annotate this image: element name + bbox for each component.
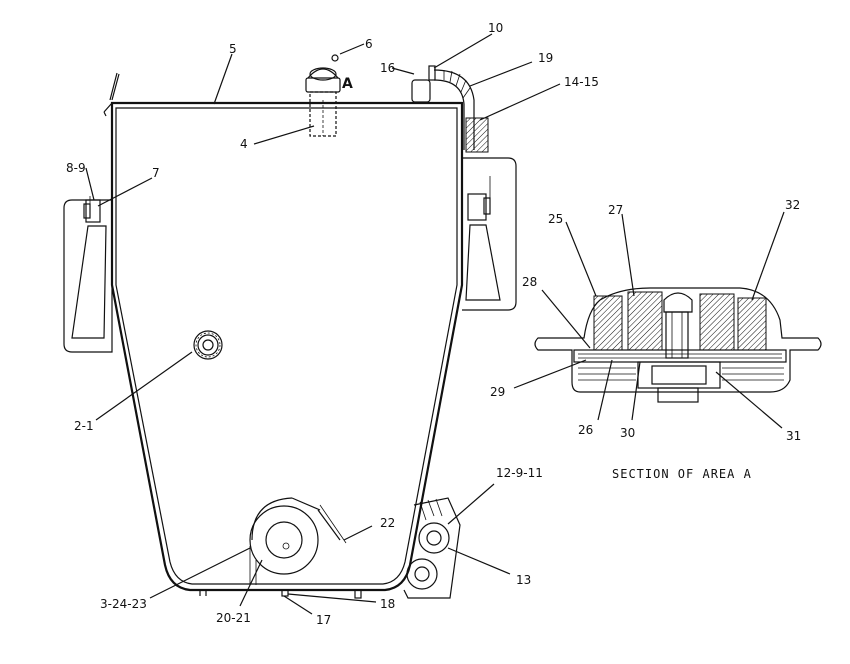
drain-plug (193, 330, 223, 360)
label-17: 17 (316, 613, 331, 627)
label-19: 19 (538, 51, 553, 65)
label-28: 28 (522, 275, 537, 289)
label-area-a: A (342, 76, 353, 92)
label-7: 7 (152, 166, 160, 180)
label-20-21: 20-21 (216, 611, 251, 625)
bottom-sender (249, 497, 347, 585)
bottom-pads (199, 589, 362, 599)
right-bracket (462, 157, 517, 311)
filler-cap (305, 54, 341, 137)
label-25: 25 (548, 212, 563, 226)
label-32: 32 (785, 198, 800, 212)
label-10: 10 (488, 21, 503, 35)
roller-assembly (403, 497, 461, 599)
label-31: 31 (786, 429, 801, 443)
section-detail (534, 287, 822, 403)
label-2-1: 2-1 (74, 419, 94, 433)
label-12-9-11: 12-9-11 (496, 466, 543, 480)
section-caption: SECTION OF AREA A (612, 467, 752, 481)
label-8-9: 8-9 (66, 161, 86, 175)
tank-body (103, 72, 464, 592)
label-16: 16 (380, 61, 395, 75)
label-5: 5 (229, 42, 237, 56)
callout-labels: 5 6 A 16 10 19 14-15 4 8-9 7 2-1 25 27 3… (66, 21, 801, 627)
label-13: 13 (516, 573, 531, 587)
label-18: 18 (380, 597, 395, 611)
label-30: 30 (620, 426, 635, 440)
label-22: 22 (380, 516, 395, 530)
label-26: 26 (578, 423, 593, 437)
label-6: 6 (365, 37, 373, 51)
label-29: 29 (490, 385, 505, 399)
label-4: 4 (240, 137, 248, 151)
leader-lines (85, 33, 785, 615)
left-bracket (63, 196, 113, 353)
vent-hose (411, 65, 489, 153)
label-27: 27 (608, 203, 623, 217)
label-14-15: 14-15 (564, 75, 599, 89)
label-3-24-23: 3-24-23 (100, 597, 147, 611)
